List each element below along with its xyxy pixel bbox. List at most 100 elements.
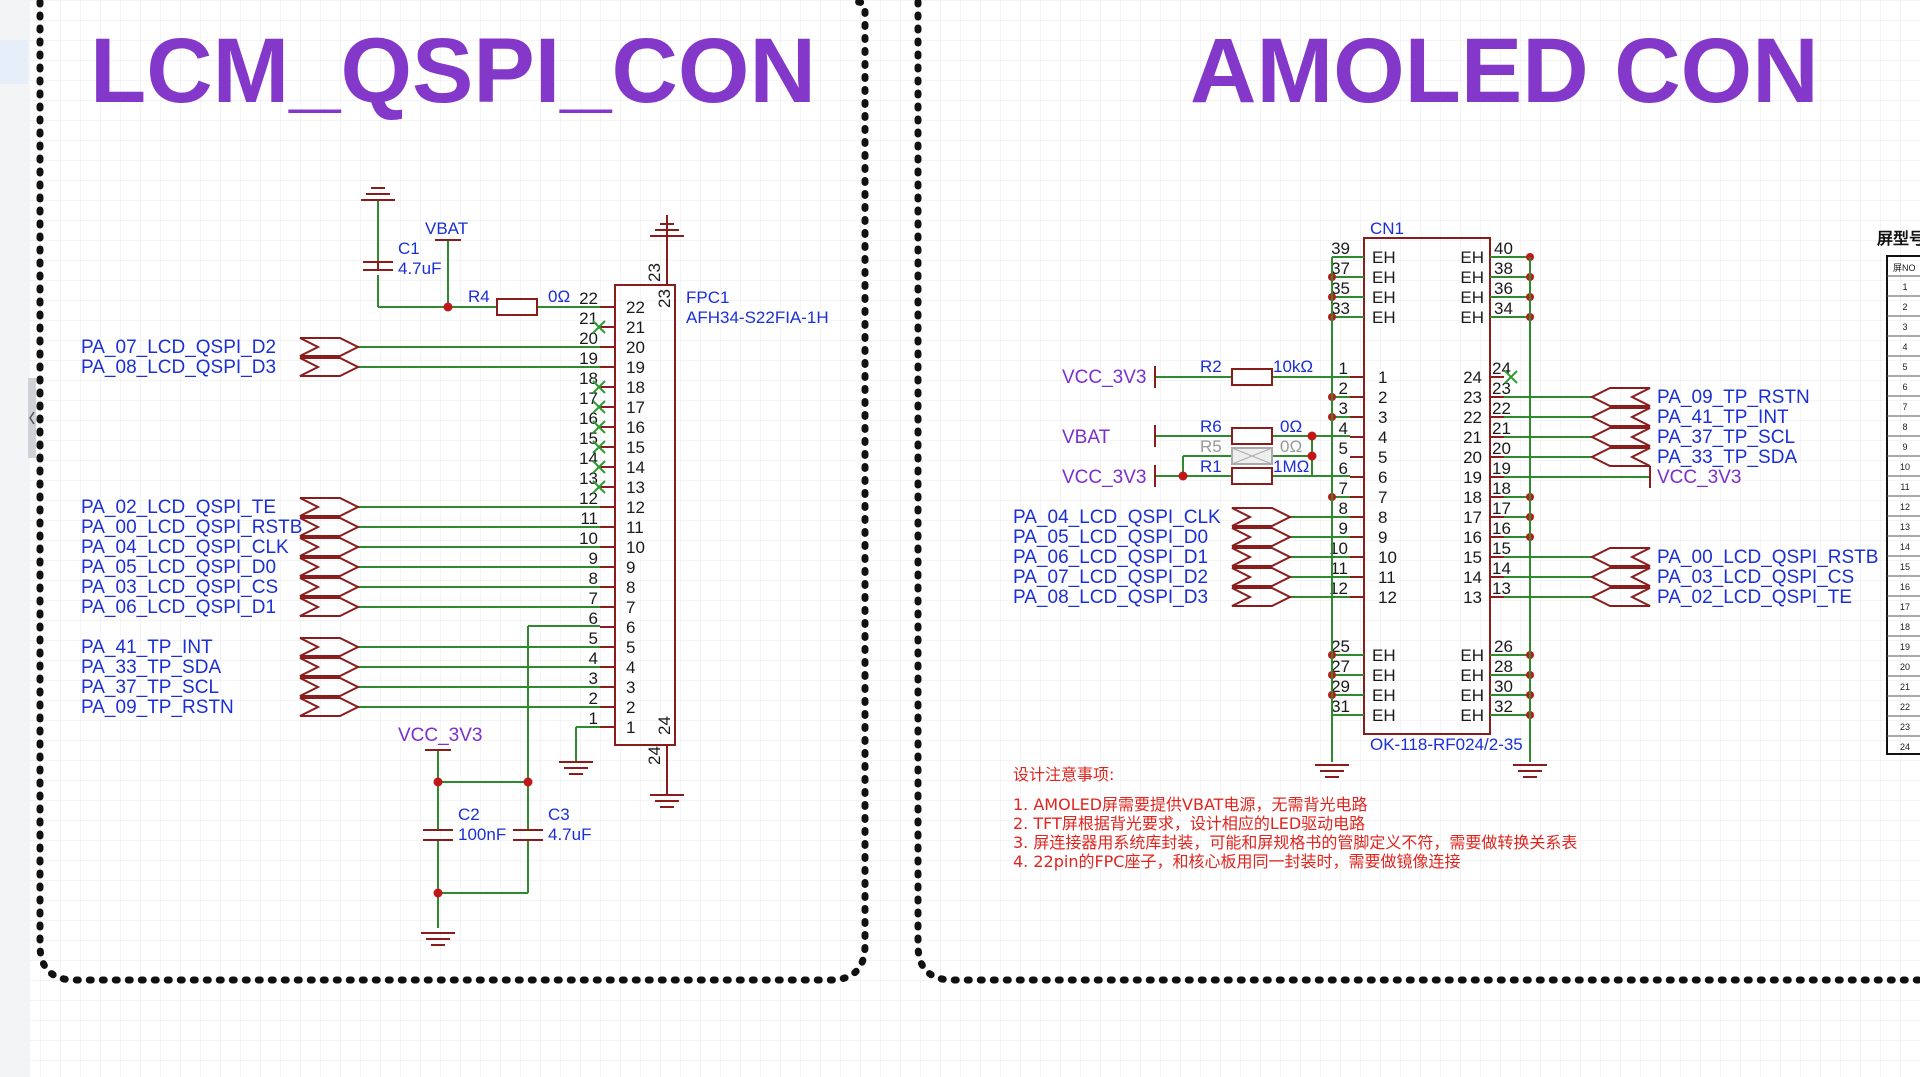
ground-symbol	[421, 761, 593, 946]
fpc1-pin-number-outer: 2	[589, 689, 598, 708]
collapse-arrow-icon[interactable]	[29, 411, 35, 425]
side-table-row: 23	[1900, 722, 1910, 732]
no-connect-mark	[592, 320, 606, 334]
cn1-eh-pin-number: 34	[1494, 299, 1513, 318]
net-port[interactable]	[299, 637, 361, 657]
net-port[interactable]	[299, 357, 361, 377]
net-label-pa-06-lcd-qspi-d1: PA_06_LCD_QSPI_D1	[1013, 547, 1208, 568]
cn1-vbat-label: VBAT	[1062, 427, 1111, 448]
net-port[interactable]	[1589, 587, 1651, 607]
r2-symbol[interactable]	[1231, 368, 1273, 386]
net-port[interactable]	[299, 597, 361, 617]
cn1-pin-number-inner: 18	[1463, 488, 1482, 507]
cn1-eh-label: EH	[1460, 666, 1484, 685]
fpc1-top-ground	[650, 215, 684, 285]
fpc1-pin-number-inner: 22	[626, 298, 645, 317]
cn1-eh-label: EH	[1460, 646, 1484, 665]
side-table-row: 2	[1902, 302, 1907, 312]
cn1-pin-number-inner: 7	[1378, 488, 1387, 507]
net-label-pa-07-lcd-qspi-d2: PA_07_LCD_QSPI_D2	[1013, 567, 1208, 588]
net-port[interactable]	[299, 337, 361, 357]
r6-value: 0Ω	[1280, 417, 1302, 436]
net-port[interactable]	[299, 557, 361, 577]
net-port[interactable]	[1589, 427, 1651, 447]
c2-symbol[interactable]	[423, 829, 453, 841]
cn1-pin-number-inner: 16	[1463, 528, 1482, 547]
r1-ref: R1	[1200, 457, 1222, 476]
net-label-vcc-3v3: VCC_3V3	[1657, 467, 1742, 488]
c3-symbol[interactable]	[513, 829, 543, 841]
net-port[interactable]	[1231, 527, 1293, 547]
fpc1-pin-number-outer: 11	[580, 509, 598, 528]
cn1-eh-label: EH	[1460, 248, 1484, 267]
cn1-eh-label: EH	[1372, 686, 1396, 705]
cn1-pin-number-outer: 7	[1339, 479, 1348, 498]
net-port[interactable]	[1589, 567, 1651, 587]
r1-value: 1MΩ	[1273, 457, 1309, 476]
fpc1-body	[614, 284, 676, 746]
cn1-ref: CN1	[1370, 219, 1404, 238]
r4-symbol[interactable]	[496, 298, 538, 316]
c3-ref: C3	[548, 805, 570, 824]
net-port[interactable]	[299, 497, 361, 517]
cn1-pin-number-outer: 9	[1339, 519, 1348, 538]
net-port[interactable]	[1589, 407, 1651, 427]
net-port[interactable]	[1589, 387, 1651, 407]
side-table-row: 14	[1900, 542, 1910, 552]
net-port[interactable]	[1589, 447, 1651, 467]
net-port[interactable]	[1589, 547, 1651, 567]
cn1-eh-label: EH	[1372, 288, 1396, 307]
cn1-pin-number-inner: 9	[1378, 528, 1387, 547]
r2-ref: R2	[1200, 357, 1222, 376]
r6-symbol[interactable]	[1231, 427, 1273, 445]
cn1-pin-number-inner: 21	[1463, 428, 1482, 447]
junction	[1178, 471, 1188, 481]
net-port[interactable]	[299, 697, 361, 717]
net-label-pa-03-lcd-qspi-cs: PA_03_LCD_QSPI_CS	[81, 577, 278, 598]
c3-value: 4.7uF	[548, 825, 591, 844]
cn1-pin-number-outer: 20	[1492, 439, 1511, 458]
net-port[interactable]	[299, 677, 361, 697]
net-port[interactable]	[1231, 567, 1293, 587]
fpc1-pin-number-inner: 10	[626, 538, 645, 557]
cn1-symbol[interactable]: CN1 OK-118-RF024/2-35	[1363, 219, 1523, 754]
side-table-row: 12	[1900, 502, 1910, 512]
r1-symbol[interactable]	[1231, 467, 1273, 485]
net-port[interactable]	[299, 657, 361, 677]
net-port[interactable]	[299, 517, 361, 537]
cn1-eh-label: EH	[1460, 308, 1484, 327]
fpc1-pin23-top: 23	[645, 263, 664, 282]
cn1-eh-pin-number: 30	[1494, 677, 1513, 696]
net-port[interactable]	[1231, 547, 1293, 567]
junction	[1307, 451, 1317, 461]
left-strip-tab[interactable]	[0, 40, 28, 84]
fpc1-pin-number-inner: 8	[626, 578, 635, 597]
fpc1-symbol[interactable]: FPC1 AFH34-S22FIA-1H	[614, 284, 829, 746]
cn1-pin-number-outer: 19	[1492, 459, 1511, 478]
no-connect-mark	[592, 480, 606, 494]
net-port[interactable]	[299, 537, 361, 557]
cn1-eh-pin-number: 35	[1331, 279, 1350, 298]
net-label-pa-33-tp-sda: PA_33_TP_SDA	[1657, 447, 1797, 468]
side-table-row: 13	[1900, 522, 1910, 532]
cn1-pin-number-inner: 5	[1378, 448, 1387, 467]
fpc1-pin-number-outer: 14	[579, 449, 598, 468]
net-port[interactable]	[1231, 507, 1293, 527]
collapse-handle[interactable]	[28, 378, 36, 458]
vbat-label: VBAT	[425, 219, 468, 238]
net-port[interactable]	[1231, 587, 1293, 607]
c1-symbol[interactable]	[363, 261, 393, 271]
side-table-row: 1	[1902, 282, 1907, 292]
note-item: 2. TFT屏根据背光要求，设计相应的LED驱动电路	[1013, 814, 1365, 833]
cn1-eh-pin-number: 33	[1331, 299, 1350, 318]
side-table-row: 9	[1902, 442, 1907, 452]
junction	[433, 777, 443, 787]
net-port[interactable]	[299, 577, 361, 597]
c1-network	[377, 200, 600, 308]
net-label-pa-08-lcd-qspi-d3: PA_08_LCD_QSPI_D3	[1013, 587, 1208, 608]
side-table-row: 17	[1900, 602, 1910, 612]
net-label-pa-05-lcd-qspi-d0: PA_05_LCD_QSPI_D0	[1013, 527, 1208, 548]
cn1-eh-label: EH	[1460, 268, 1484, 287]
